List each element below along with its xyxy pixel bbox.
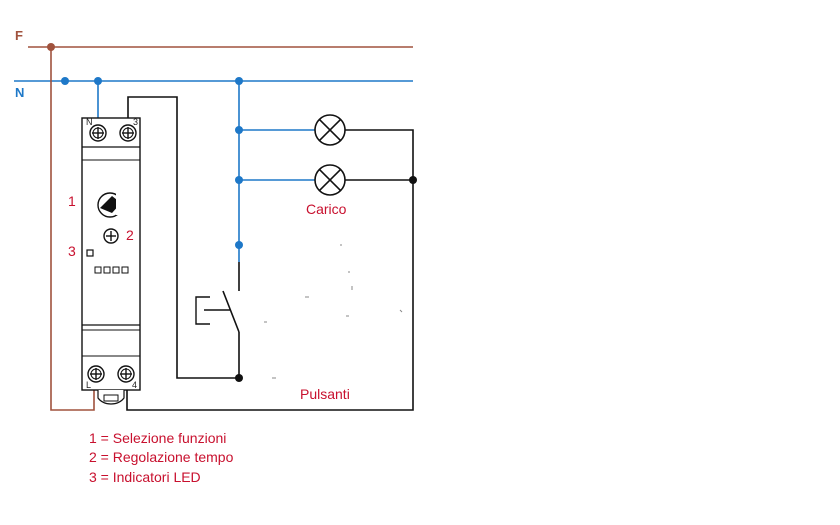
terminal-4-screw-icon: [117, 365, 135, 383]
terminal-l-screw-icon: [87, 365, 105, 383]
faded-pushbutton-marks: [264, 244, 403, 379]
load-junction-dot: [409, 176, 417, 184]
neutral-junction-dot-2: [94, 77, 102, 85]
pushbutton-icon: [195, 262, 240, 333]
lamp-1-return-wire: [126, 129, 414, 411]
timer-device: [81, 117, 141, 405]
led-row-icon: [94, 266, 129, 274]
neutral-junction-dot-6: [235, 241, 243, 249]
terminal-n-screw-icon: [89, 124, 107, 142]
phase-drop-wire: [50, 47, 95, 411]
terminal-l-label: L: [86, 380, 91, 390]
phase-junction-dot: [47, 43, 55, 51]
terminal-3-label: 3: [133, 117, 138, 127]
legend-item-2: 2 = Regolazione tempo: [89, 449, 234, 465]
callout-3: 3: [68, 243, 76, 259]
time-adjust-screw-icon: [103, 228, 119, 244]
callout-1: 1: [68, 193, 76, 209]
terminal-n-label: N: [86, 117, 93, 127]
lamp-1-icon: [314, 114, 346, 146]
led-indicator-icon: [86, 249, 94, 257]
neutral-junction-dot-1: [61, 77, 69, 85]
legend-item-1: 1 = Selezione funzioni: [89, 430, 226, 446]
neutral-label: N: [15, 85, 24, 100]
callout-2: 2: [126, 227, 134, 243]
terminal-4-label: 4: [132, 380, 137, 390]
lamp-2-icon: [314, 164, 346, 196]
phase-label: F: [15, 28, 23, 43]
control-wire: [127, 96, 239, 379]
function-selector-icon: [97, 191, 125, 218]
legend-item-3: 3 = Indicatori LED: [89, 469, 201, 485]
buttons-label: Pulsanti: [300, 386, 350, 402]
neutral-junction-dot-3: [235, 77, 243, 85]
terminal-3-screw-icon: [119, 124, 137, 142]
load-label: Carico: [306, 201, 347, 217]
